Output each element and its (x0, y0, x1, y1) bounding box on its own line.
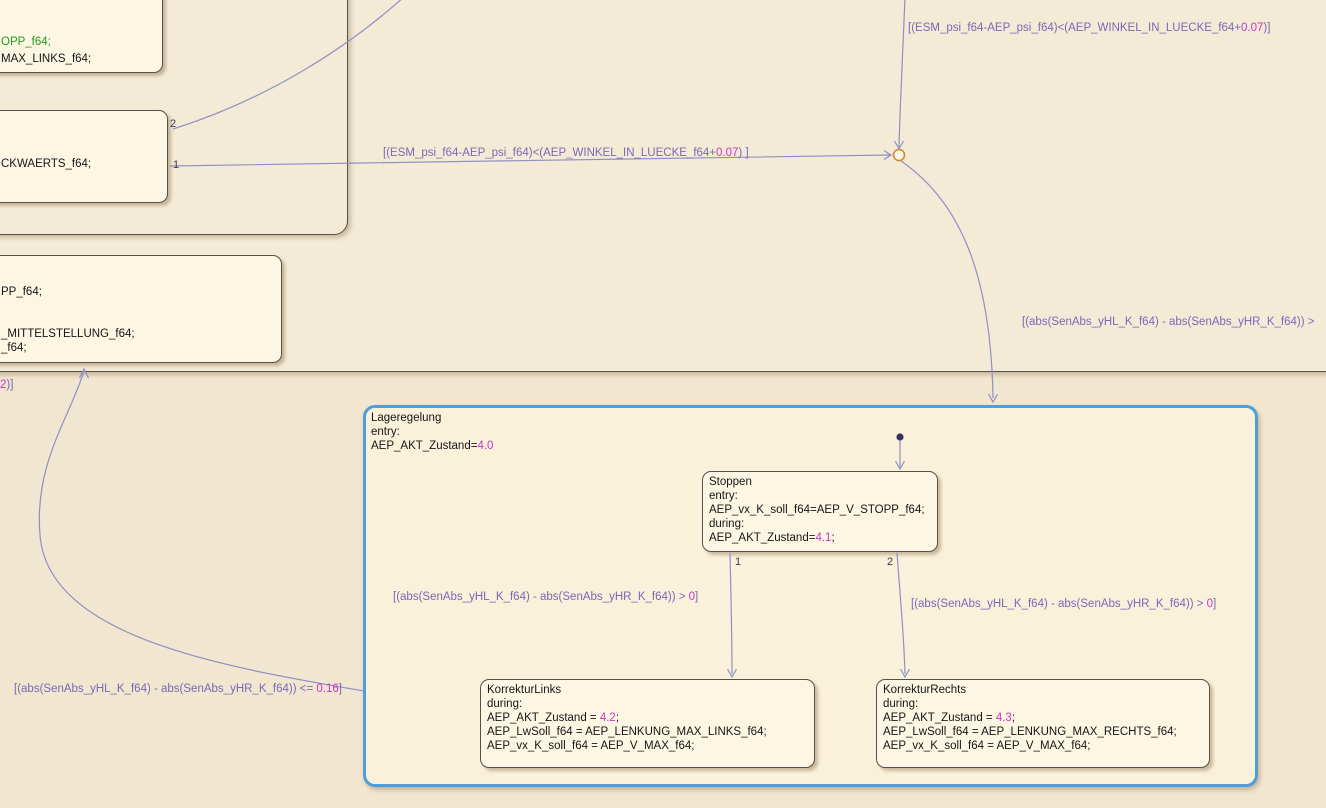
transition-label-partial-left[interactable]: 2)] (0, 378, 13, 392)
state-code-fragment: _f64; (1, 342, 27, 354)
condition-text: [(abs(SenAbs_yHL_K_f64) - abs(SenAbs_yHR… (1022, 316, 1315, 328)
state-during-code: AEP_vx_K_soll_f64 = AEP_V_MAX_f64; (487, 740, 695, 752)
state-code-fragment: PP_f64; (1, 286, 42, 298)
condition-number: 0.07 (1241, 22, 1264, 34)
transition-label-abs-links[interactable]: [(abs(SenAbs_yHL_K_f64) - abs(SenAbs_yHR… (393, 590, 698, 604)
state-code-fragment: _MITTELSTELLUNG_f64; (1, 328, 135, 340)
state-title: KorrekturRechts (883, 684, 967, 696)
state-partial-mittelstellung[interactable]: PP_f64; _MITTELSTELLUNG_f64; _f64; (0, 255, 282, 363)
transition-label-abs-left[interactable]: [(abs(SenAbs_yHL_K_f64) - abs(SenAbs_yHR… (14, 682, 342, 696)
code-text: ; (1011, 712, 1016, 724)
condition-number: 0 (688, 591, 696, 603)
transition-order-badge: 1 (735, 556, 742, 568)
condition-number: 0.07 (716, 147, 739, 159)
state-code-fragment: MAX_LINKS_f64; (1, 53, 92, 65)
transition-label-psi-mid[interactable]: [(ESM_psi_f64-AEP_psi_f64)<(AEP_WINKEL_I… (383, 146, 749, 160)
condition-text: ] (695, 591, 699, 603)
code-text: AEP_AKT_Zustand = (487, 712, 600, 724)
state-during-keyword: during: (883, 698, 919, 710)
condition-text: [(abs(SenAbs_yHL_K_f64) - abs(SenAbs_yHR… (14, 683, 317, 695)
state-title: KorrekturLinks (487, 684, 562, 696)
condition-text: )] (1263, 22, 1271, 34)
state-during-keyword: during: (709, 518, 745, 530)
condition-number: 0 (1206, 598, 1214, 610)
state-entry-code: AEP_AKT_Zustand=4.0 (371, 439, 493, 453)
state-partial-rueckwaerts[interactable]: CKWAERTS_f64; (0, 110, 168, 203)
code-text: AEP_AKT_Zustand = (883, 712, 996, 724)
transition-order-badge: 2 (170, 118, 177, 130)
state-during-code: AEP_LwSoll_f64 = AEP_LENKUNG_MAX_RECHTS_… (883, 726, 1177, 738)
state-entry-keyword: entry: (371, 426, 400, 438)
state-code-fragment: OPP_f64; (1, 36, 51, 48)
condition-text: ] (1213, 598, 1217, 610)
transition-order-badge: 1 (173, 159, 180, 171)
code-number: 4.0 (477, 440, 494, 452)
transition-line-lageregelung-to-mittelstellung[interactable] (38, 370, 365, 692)
code-text: AEP_AKT_Zustand= (709, 532, 816, 544)
code-number: 4.1 (815, 532, 832, 544)
state-during-code: AEP_vx_K_soll_f64 = AEP_V_MAX_f64; (883, 740, 1091, 752)
condition-number: 2 (0, 379, 7, 391)
state-title: Lageregelung (371, 412, 442, 424)
transition-order-badge: 2 (887, 556, 894, 568)
state-korrektur-links[interactable]: KorrekturLinks during: AEP_AKT_Zustand =… (480, 679, 815, 768)
condition-number: 0.16 (316, 683, 339, 695)
code-number: 4.3 (995, 712, 1012, 724)
state-korrektur-rechts[interactable]: KorrekturRechts during: AEP_AKT_Zustand … (876, 679, 1210, 768)
condition-text: )] (6, 379, 14, 391)
state-during-code: AEP_AKT_Zustand = 4.2; (487, 711, 619, 725)
code-text: AEP_AKT_Zustand= (371, 440, 478, 452)
state-partial-top[interactable]: OPP_f64; MAX_LINKS_f64; (0, 0, 163, 73)
condition-text: [(ESM_psi_f64-AEP_psi_f64)<(AEP_WINKEL_I… (908, 22, 1242, 34)
transition-label-abs-rechts[interactable]: [(abs(SenAbs_yHL_K_f64) - abs(SenAbs_yHR… (911, 597, 1216, 611)
state-during-code: AEP_AKT_Zustand = 4.3; (883, 711, 1015, 725)
state-code-fragment: CKWAERTS_f64; (1, 158, 92, 170)
state-entry-keyword: entry: (709, 490, 738, 502)
condition-text: [(abs(SenAbs_yHL_K_f64) - abs(SenAbs_yHR… (911, 598, 1207, 610)
state-during-code: AEP_AKT_Zustand=4.1; (709, 531, 835, 545)
transition-label-psi-top[interactable]: [(ESM_psi_f64-AEP_psi_f64)<(AEP_WINKEL_I… (908, 21, 1270, 35)
condition-text: [(abs(SenAbs_yHL_K_f64) - abs(SenAbs_yHR… (393, 591, 689, 603)
arrowhead (987, 393, 999, 404)
transition-label-abs-right[interactable]: [(abs(SenAbs_yHL_K_f64) - abs(SenAbs_yHR… (1022, 315, 1314, 329)
condition-text: ) ] (738, 147, 749, 159)
state-during-keyword: during: (487, 698, 523, 710)
state-stoppen[interactable]: Stoppen entry: AEP_vx_K_soll_f64=AEP_V_S… (702, 471, 938, 552)
condition-text: ] (338, 683, 342, 695)
code-text: ; (615, 712, 620, 724)
code-number: 4.2 (599, 712, 616, 724)
state-title: Stoppen (709, 476, 752, 488)
state-during-code: AEP_LwSoll_f64 = AEP_LENKUNG_MAX_LINKS_f… (487, 726, 767, 738)
code-text: ; (831, 532, 835, 544)
state-entry-code: AEP_vx_K_soll_f64=AEP_V_STOPP_f64; (709, 504, 925, 516)
condition-text: [(ESM_psi_f64-AEP_psi_f64)<(AEP_WINKEL_I… (383, 147, 717, 159)
